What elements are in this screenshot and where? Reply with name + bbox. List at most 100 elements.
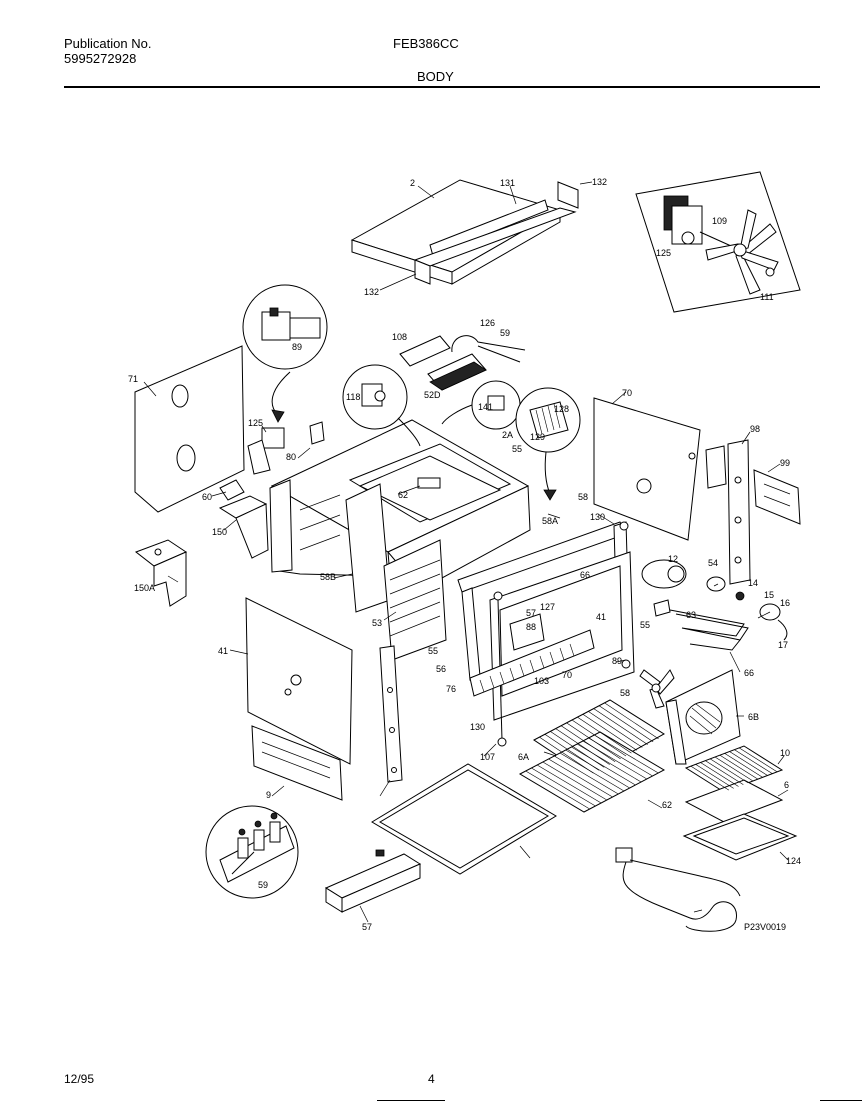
callout-label: 131 <box>500 178 515 188</box>
callout-label: 6 <box>784 780 789 790</box>
oven-racks <box>518 699 666 813</box>
hatch-line <box>734 749 773 774</box>
hatch-line <box>559 752 625 792</box>
inset-circle-62 <box>205 805 299 899</box>
callout-label: 70 <box>562 670 572 680</box>
hatch-line <box>705 760 744 785</box>
hatch-line <box>560 725 616 762</box>
callout-label: 52D <box>424 390 441 400</box>
callout-label: 150 <box>212 527 227 537</box>
hatch-line <box>729 751 768 776</box>
callout-label: 59 <box>500 328 510 338</box>
bottom-rule-left <box>377 1100 445 1101</box>
leader-lines <box>143 181 789 923</box>
rear-control-area <box>219 421 325 501</box>
callout-label: 124 <box>786 856 801 866</box>
callout-label: 63 <box>686 610 696 620</box>
broiler-pan <box>682 745 798 861</box>
hatch-line <box>525 770 590 810</box>
callout-label: 58A <box>542 516 558 526</box>
callout-label: 17 <box>778 640 788 650</box>
callout-label: 108 <box>392 332 407 342</box>
callout-label: 55 <box>640 620 650 630</box>
callout-label: 10 <box>780 748 790 758</box>
callout-label: 2A <box>502 430 513 440</box>
callout-label: 88 <box>526 622 536 632</box>
callout-label: 54 <box>708 558 718 568</box>
hatch-line <box>554 755 619 795</box>
hatch-line <box>555 728 610 765</box>
callout-label: 71 <box>128 374 138 384</box>
convection-cover <box>639 669 741 765</box>
oven-body <box>269 419 531 661</box>
callout-label: 57 <box>526 608 536 618</box>
callout-label: 62 <box>398 490 408 500</box>
callout-label: 109 <box>712 216 727 226</box>
hatch-line <box>577 716 632 754</box>
hatch-line <box>594 734 659 774</box>
callout-label: 130 <box>470 722 485 732</box>
inset-circle-141 <box>441 380 521 430</box>
terminal-board-lower <box>251 725 343 801</box>
callout-label: 15 <box>764 590 774 600</box>
hatch-line <box>719 754 758 780</box>
callout-label: 2 <box>410 178 415 188</box>
oven-bottom <box>371 763 557 875</box>
publication-number: 5995272928 <box>64 51 137 66</box>
hatch-line <box>724 753 763 778</box>
callout-label: 66 <box>744 668 754 678</box>
callout-label: 62 <box>662 800 672 810</box>
callout-label: 12 <box>668 554 678 564</box>
hatch-line <box>598 705 654 742</box>
callout-label: 125 <box>248 418 263 428</box>
hatch-line <box>714 756 754 782</box>
side-bracket-86 <box>379 645 403 783</box>
callout-label: 56 <box>436 664 446 674</box>
callout-label: 111 <box>760 292 774 302</box>
hatch-line <box>700 762 739 787</box>
hatch-line <box>690 765 729 791</box>
callout-label: 89 <box>292 342 302 352</box>
callout-label: 55 <box>512 444 522 454</box>
callout-label: 132 <box>364 287 379 297</box>
publication-label: Publication No. <box>64 36 152 51</box>
callout-label: 99 <box>780 458 790 468</box>
header-rule <box>64 86 820 88</box>
callout-label: 59 <box>258 880 268 890</box>
hatch-line <box>539 736 594 774</box>
callout-label: 55 <box>428 646 438 656</box>
hatch-line <box>582 714 638 751</box>
inset-fan-motor <box>635 171 801 313</box>
hatch-line <box>565 749 630 789</box>
callout-label: 125 <box>656 248 671 258</box>
callout-label: 57 <box>362 922 372 932</box>
inset-circle-128 <box>515 387 581 501</box>
hatch-line <box>588 711 643 748</box>
left-side-panel <box>134 345 245 513</box>
callout-label: 80 <box>286 452 296 462</box>
back-panel-left <box>245 597 353 765</box>
callout-label: 103 <box>534 676 549 686</box>
callout-label: 126 <box>480 318 495 328</box>
lower-vent <box>469 613 595 697</box>
back-panel-right <box>593 397 701 541</box>
callout-label: 6A <box>518 752 529 762</box>
drawer-tray <box>324 849 422 913</box>
hatch-line <box>571 746 636 786</box>
duct-150a <box>134 539 188 607</box>
hatch-line <box>739 747 778 773</box>
diagram-code: P23V0019 <box>744 922 786 932</box>
hatch-line <box>576 743 642 783</box>
callout-label: 14 <box>748 578 758 588</box>
callout-label: 76 <box>446 684 456 694</box>
callout-label: 58 <box>620 688 630 698</box>
callout-label: 98 <box>750 424 760 434</box>
callout-label: 53 <box>372 618 382 628</box>
callout-label: 58B <box>320 572 336 582</box>
hatch-line <box>536 764 602 804</box>
callout-labels: 2 131 132 132 125 109 111 71 89 108 126 … <box>128 177 801 932</box>
hatch-line <box>542 761 608 801</box>
convection-components <box>641 559 788 651</box>
right-brackets <box>705 439 801 585</box>
